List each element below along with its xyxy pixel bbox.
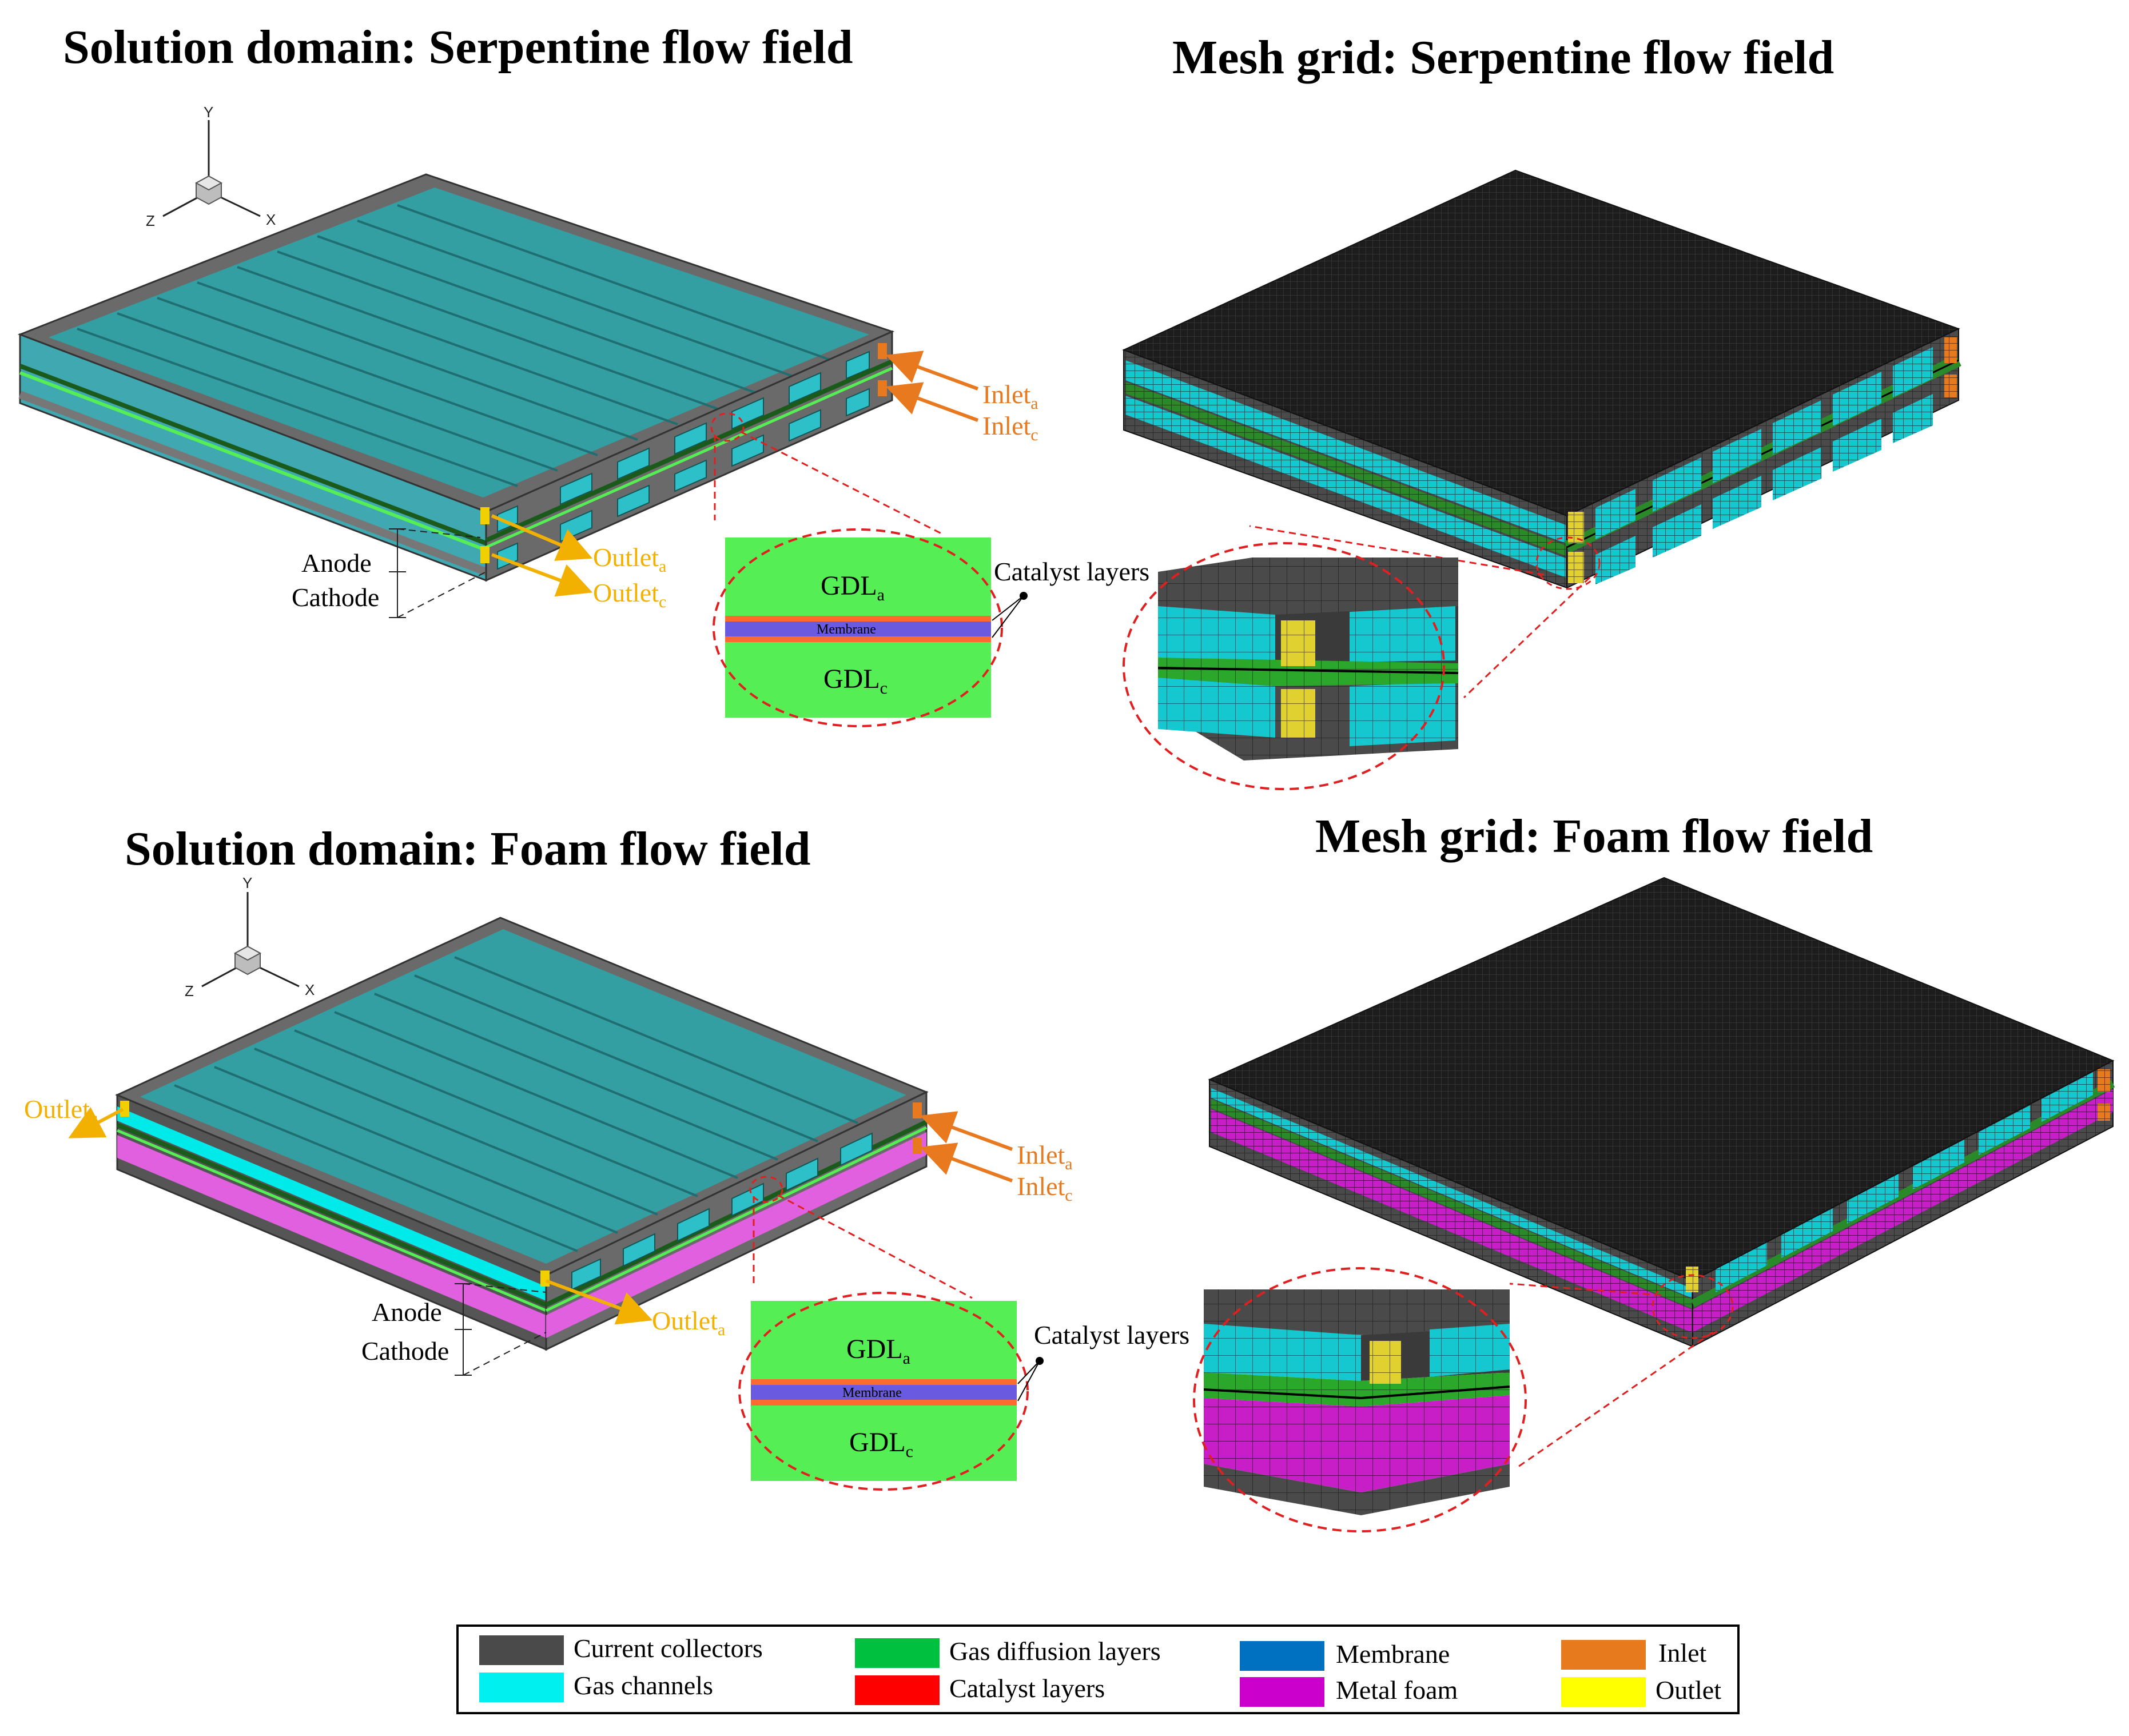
inlet-c-marker [913, 1138, 922, 1154]
label-anode: Anode [301, 548, 372, 578]
legend-item-inlet: Inlet [1561, 1638, 1707, 1670]
legend-label: Current collectors [574, 1634, 763, 1663]
inlet-c-marker [878, 380, 887, 396]
legend-swatch [479, 1635, 564, 1665]
title-solution-serpentine: Solution domain: Serpentine flow field [63, 21, 853, 74]
legend-item-outlet: Outlet [1561, 1675, 1721, 1707]
axis-x-label: X [266, 211, 276, 228]
title-mesh-foam: Mesh grid: Foam flow field [1315, 810, 1873, 863]
membrane-label: Membrane [817, 622, 876, 637]
legend-item-metal-foam: Metal foam [1240, 1675, 1458, 1707]
foam-channel-openings [571, 1132, 873, 1291]
outlet-c-marker [480, 546, 490, 563]
axis-triad-bottom: Y Z X [185, 874, 315, 1000]
serpentine-mesh-zoom [1123, 525, 1601, 790]
axis-z-label: Z [185, 982, 194, 1000]
gdl-c-label: GDLc [849, 1427, 913, 1461]
axis-z-label: Z [146, 212, 155, 229]
outlet-c-marker [120, 1101, 129, 1117]
title-mesh-serpentine: Mesh grid: Serpentine flow field [1172, 31, 1834, 84]
gdl-a-label: GDLa [846, 1334, 910, 1368]
outlet-a-marker [480, 507, 490, 524]
label-anode: Anode [372, 1297, 442, 1327]
legend-swatch [855, 1638, 940, 1668]
foam-mesh-zoom [1193, 1267, 1734, 1532]
legend-label: Membrane [1336, 1639, 1450, 1669]
legend-label: Outlet [1656, 1675, 1721, 1705]
label-cathode: Cathode [361, 1336, 449, 1365]
legend-swatch [1561, 1677, 1646, 1707]
label-outlet-c: Outletc [593, 578, 666, 611]
serpentine-flow-labels: Inleta Inletc Outleta Outletc Anode Cath… [292, 351, 1038, 618]
serpentine-membrane-zoom: GDLa Membrane GDLc Catalyst layers [710, 412, 1149, 727]
legend-label: Gas diffusion layers [949, 1637, 1161, 1666]
foam-flow-labels: Inleta Inletc Outleta Outletc Anode Cath… [24, 1094, 1073, 1376]
legend-item-membrane: Membrane [1240, 1639, 1450, 1671]
label-outlet-c: Outletc [24, 1094, 97, 1128]
legend-label: Metal foam [1336, 1675, 1458, 1705]
legend-label: Gas channels [574, 1671, 713, 1700]
foam-membrane-zoom: GDLa Membrane GDLc Catalyst layers [738, 1176, 1189, 1491]
foam-mesh-grid [1208, 877, 2115, 1348]
label-outlet-a: Outleta [593, 543, 666, 576]
inlet-a-marker [878, 343, 887, 359]
legend-item-gas-channels: Gas channels [479, 1671, 713, 1702]
label-cathode: Cathode [292, 583, 379, 612]
legend-swatch [1240, 1677, 1324, 1707]
axis-y-label: Y [242, 874, 252, 891]
gdl-a-label: GDLa [821, 571, 885, 604]
label-inlet-a: Inleta [1017, 1140, 1073, 1173]
legend-label: Inlet [1658, 1638, 1707, 1667]
catalyst-layers-label: Catalyst layers [1034, 1320, 1189, 1349]
legend-item-current-collectors: Current collectors [479, 1634, 763, 1665]
label-inlet-c: Inletc [1017, 1172, 1073, 1205]
catalyst-layers-label: Catalyst layers [994, 557, 1149, 586]
legend-swatch [1561, 1640, 1646, 1670]
legend-item-catalyst-layers: Catalyst layers [855, 1674, 1105, 1705]
membrane-label: Membrane [842, 1385, 902, 1400]
legend-swatch [479, 1673, 564, 1702]
serpentine-channel-openings [497, 351, 870, 570]
label-inlet-c: Inletc [982, 411, 1038, 444]
label-inlet-a: Inleta [982, 380, 1038, 413]
legend-swatch [855, 1675, 940, 1705]
serpentine-mesh-grid [1122, 169, 1961, 589]
axis-y-label: Y [204, 103, 213, 121]
foam-solution-domain [115, 917, 929, 1351]
legend-label: Catalyst layers [949, 1674, 1105, 1703]
gdl-c-label: GDLc [823, 664, 888, 698]
title-solution-foam: Solution domain: Foam flow field [125, 822, 810, 875]
legend-item-gas-diffusion-layers: Gas diffusion layers [855, 1637, 1161, 1668]
outlet-a-marker [540, 1271, 550, 1287]
axis-x-label: X [305, 981, 315, 998]
label-outlet-a: Outleta [652, 1306, 725, 1339]
legend: Current collectors Gas channels Gas diff… [456, 1624, 1740, 1714]
inlet-a-marker [913, 1102, 922, 1118]
axis-triad-top: Y Z X [146, 103, 276, 229]
serpentine-solution-domain [17, 173, 895, 582]
legend-swatch [1240, 1641, 1324, 1671]
